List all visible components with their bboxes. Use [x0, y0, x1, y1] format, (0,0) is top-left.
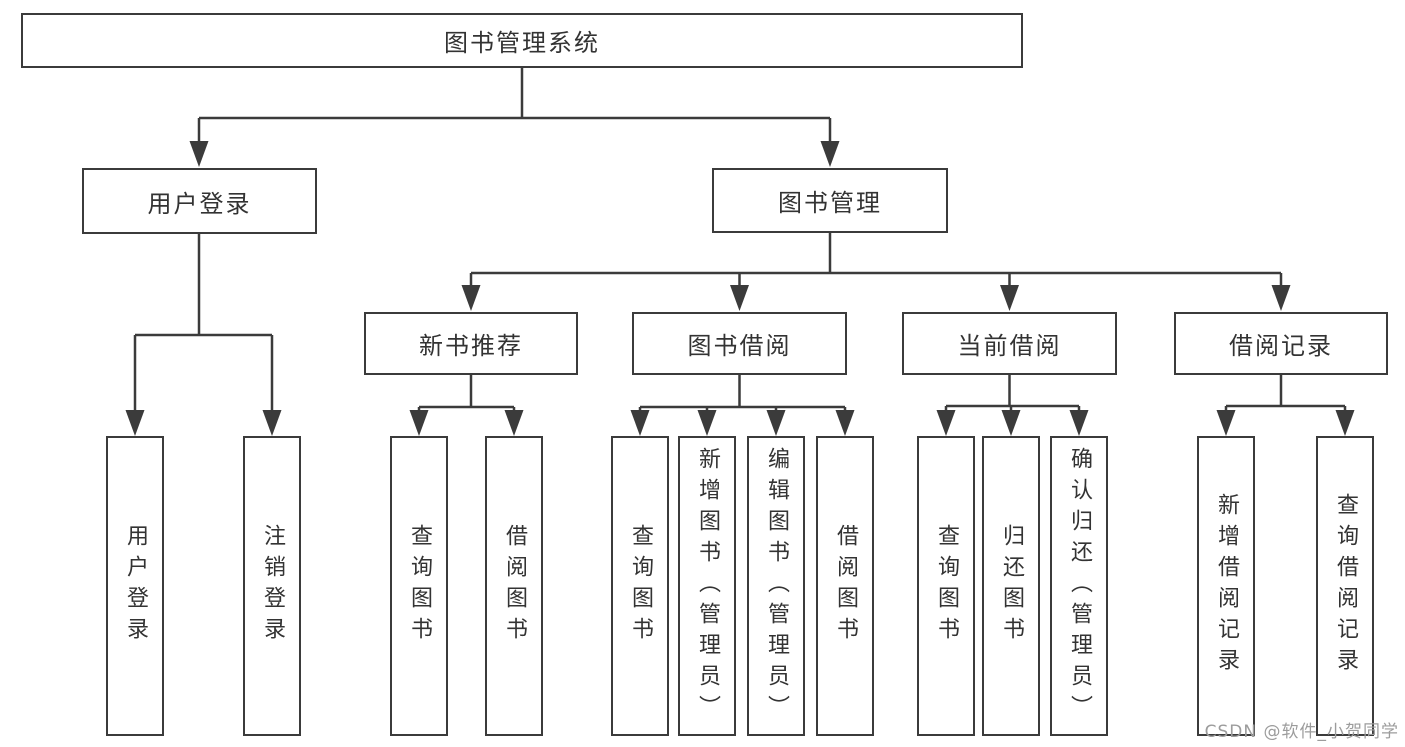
arrow-down-icon — [1271, 285, 1291, 311]
leaf-query-books-borrowing: 查询图书 — [611, 436, 669, 736]
leaf-query-borrow-record: 查询借阅记录 — [1316, 436, 1374, 736]
node-current-borrowing: 当前借阅 — [902, 312, 1117, 375]
arrow-down-icon — [835, 410, 855, 436]
node-label: 图书管理系统 — [444, 29, 600, 57]
leaf-add-borrow-record: 新增借阅记录 — [1197, 436, 1255, 736]
node-label: 用户登录 — [147, 189, 252, 218]
node-label: 编辑图书（管理员） — [764, 446, 789, 726]
node-book-management: 图书管理 — [712, 168, 948, 233]
leaf-query-books-current: 查询图书 — [917, 436, 975, 736]
node-new-book-recommend: 新书推荐 — [364, 312, 578, 375]
arrow-down-icon — [630, 410, 650, 436]
node-label: 当前借阅 — [957, 332, 1062, 360]
node-label: 借阅记录 — [1229, 332, 1333, 360]
arrow-down-icon — [461, 285, 481, 311]
node-user-login: 用户登录 — [82, 168, 317, 234]
arrow-down-icon — [697, 410, 717, 436]
arrowheads — [125, 141, 1355, 436]
node-label: 归还图书 — [999, 524, 1024, 648]
arrow-down-icon — [189, 141, 209, 167]
node-label: 新增图书（管理员） — [695, 446, 720, 726]
node-label: 借阅图书 — [502, 524, 527, 648]
node-label: 用户登录 — [123, 524, 148, 648]
node-borrowing-records: 借阅记录 — [1174, 312, 1388, 375]
leaf-query-books-recommend: 查询图书 — [390, 436, 448, 736]
leaf-borrow-books-recommend: 借阅图书 — [485, 436, 543, 736]
arrow-down-icon — [504, 410, 524, 436]
node-label: 查询图书 — [628, 524, 653, 648]
arrow-down-icon — [1000, 285, 1019, 311]
leaf-confirm-return-admin: 确认归还（管理员） — [1050, 436, 1108, 736]
node-label: 图书借阅 — [687, 332, 792, 360]
arrow-down-icon — [1001, 410, 1021, 436]
arrow-down-icon — [936, 410, 956, 436]
node-label: 查询借阅记录 — [1333, 493, 1358, 679]
arrow-down-icon — [1069, 410, 1089, 436]
node-library-system: 图书管理系统 — [21, 13, 1023, 68]
leaf-borrow-books-borrowing: 借阅图书 — [816, 436, 874, 736]
arrow-down-icon — [262, 410, 282, 436]
leaf-add-book-admin: 新增图书（管理员） — [678, 436, 736, 736]
arrow-down-icon — [820, 141, 840, 167]
node-book-borrowing: 图书借阅 — [632, 312, 847, 375]
leaf-edit-book-admin: 编辑图书（管理员） — [747, 436, 805, 736]
node-label: 新书推荐 — [419, 332, 523, 360]
node-label: 图书管理 — [778, 189, 882, 217]
watermark: CSDN @软件_小贺同学 — [1204, 722, 1399, 742]
arrow-down-icon — [766, 410, 786, 436]
node-label: 查询图书 — [934, 524, 959, 648]
node-label: 确认归还（管理员） — [1067, 446, 1092, 726]
leaf-logout: 注销登录 — [243, 436, 301, 736]
arrow-down-icon — [1335, 410, 1355, 436]
arrow-down-icon — [730, 285, 749, 311]
node-label: 查询图书 — [407, 524, 432, 648]
node-label: 借阅图书 — [833, 524, 858, 648]
node-label: 新增借阅记录 — [1214, 493, 1239, 679]
arrow-down-icon — [125, 410, 145, 436]
node-label: 注销登录 — [260, 524, 285, 648]
arrow-down-icon — [1216, 410, 1236, 436]
arrow-down-icon — [409, 410, 429, 436]
leaf-user-login: 用户登录 — [106, 436, 164, 736]
leaf-return-books: 归还图书 — [982, 436, 1040, 736]
